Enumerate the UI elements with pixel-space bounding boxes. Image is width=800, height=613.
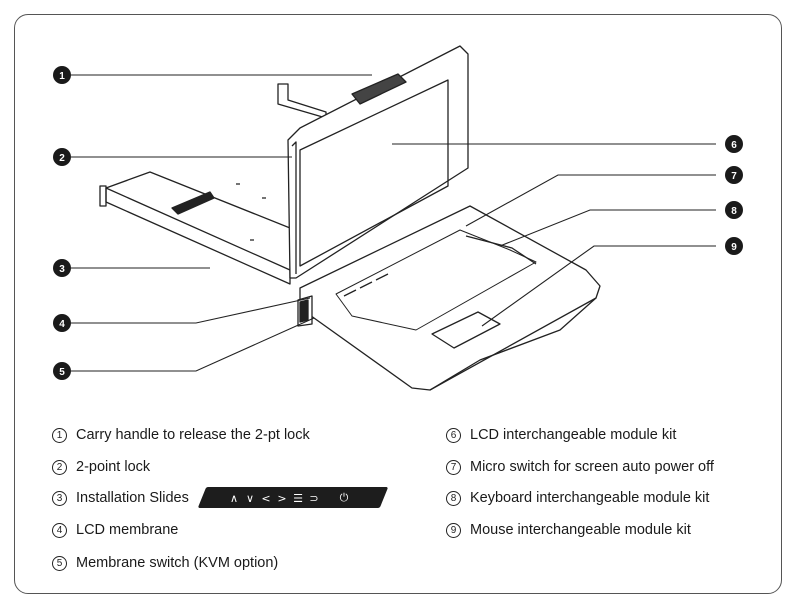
legend-text: LCD interchangeable module kit [470,427,677,443]
svg-text:4: 4 [59,319,65,330]
callout-markers: 1 2 3 4 5 6 7 8 9 [53,66,743,380]
callout-5: 5 [53,362,71,380]
svg-text:2: 2 [59,153,65,164]
return-icon: ⊃ [309,491,319,505]
legend-number: 1 [52,427,67,443]
legend-item-3: 3 Installation Slides [52,488,189,508]
down-arrow-icon: ∨ [245,491,255,505]
callout-7: 7 [725,166,743,184]
legend-text: Membrane switch (KVM option) [76,555,279,571]
svg-text:5: 5 [59,367,65,378]
up-arrow-icon: ∧ [229,491,239,505]
legend-number: 8 [446,490,461,506]
legend-text: Micro switch for screen auto power off [470,459,714,475]
legend-number: 7 [446,459,461,475]
legend-item-6: 6 LCD interchangeable module kit [446,425,676,445]
callout-3: 3 [53,259,71,277]
menu-icon: ☰ [293,491,303,505]
left-arrow-icon: < [261,491,271,505]
callout-4: 4 [53,314,71,332]
membrane-switch-keys: ∧ ∨ < > ☰ ⊃ ⏻ [226,489,352,507]
leader-lines [71,74,716,372]
legend-text: Keyboard interchangeable module kit [470,490,710,506]
legend-item-9: 9 Mouse interchangeable module kit [446,520,691,540]
legend-number: 4 [52,522,67,538]
diagram-frame [14,14,782,594]
callout-2: 2 [53,148,71,166]
legend-item-2: 2 2-point lock [52,457,150,477]
right-arrow-icon: > [277,491,287,505]
svg-text:7: 7 [731,171,737,182]
legend-item-8: 8 Keyboard interchangeable module kit [446,488,709,508]
legend-text: 2-point lock [76,459,151,475]
svg-text:3: 3 [59,264,65,275]
svg-text:9: 9 [731,242,737,253]
legend-text: Installation Slides [76,490,189,506]
legend-text: Carry handle to release the 2-pt lock [76,427,310,443]
legend-number: 9 [446,522,461,538]
legend-item-5: 5 Membrane switch (KVM option) [52,553,278,573]
callout-9: 9 [725,237,743,255]
svg-text:1: 1 [59,71,65,82]
front-latch [297,295,313,327]
rear-rail [99,83,327,207]
legend-item-1: 1 Carry handle to release the 2-pt lock [52,425,310,445]
legend-number: 2 [52,459,67,475]
keyboard-tray [299,205,601,391]
legend-number: 5 [52,555,67,571]
power-icon: ⏻ [339,491,349,504]
legend-number: 6 [446,427,461,443]
svg-text:6: 6 [731,140,737,151]
legend-text: Mouse interchangeable module kit [470,522,691,538]
legend-text: LCD membrane [76,522,179,538]
callout-8: 8 [725,201,743,219]
legend-number: 3 [52,490,67,506]
installation-slide [105,171,301,285]
svg-text:8: 8 [731,206,737,217]
legend-item-7: 7 Micro switch for screen auto power off [446,457,714,477]
callout-6: 6 [725,135,743,153]
legend-item-4: 4 LCD membrane [52,520,178,540]
callout-1: 1 [53,66,71,84]
lcd-lid [287,45,469,279]
